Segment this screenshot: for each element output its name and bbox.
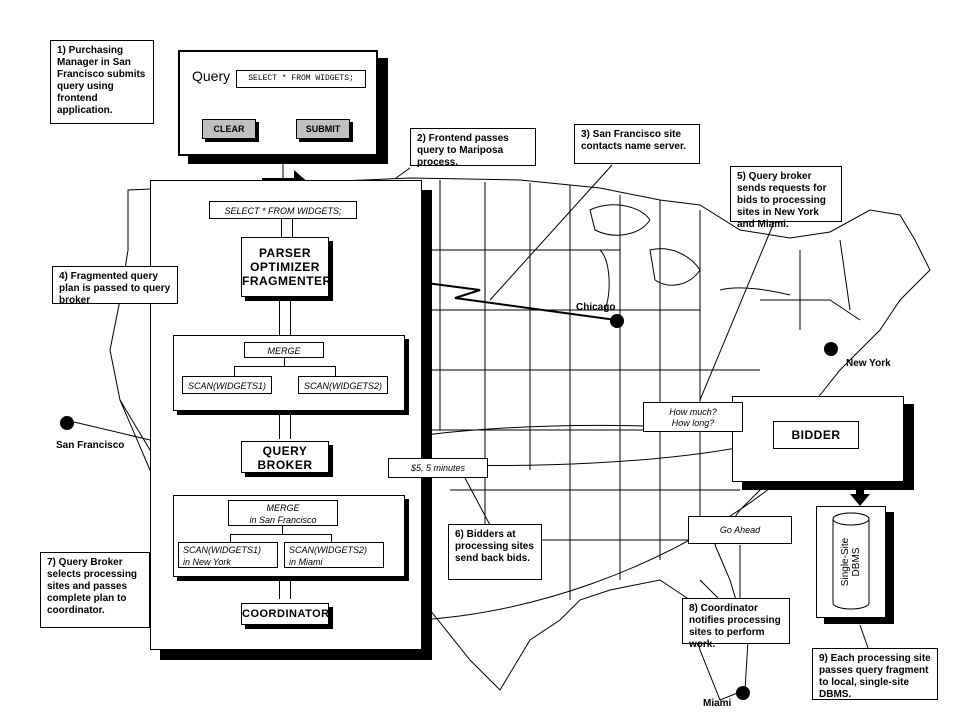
bidder-arrow xyxy=(850,482,870,506)
single-site-dbms-box: Single-Site DBMS xyxy=(816,506,886,618)
process-sql: SELECT * FROM WIDGETS; xyxy=(209,201,357,219)
note2-connector xyxy=(395,167,411,179)
submit-button[interactable]: SUBMIT xyxy=(296,119,350,139)
miami-dot xyxy=(736,686,750,700)
note-6: 6) Bidders at processing sites send back… xyxy=(448,524,542,580)
new-york-dot xyxy=(824,342,838,356)
note5-connector xyxy=(699,219,776,401)
sf-to-process-line xyxy=(73,421,151,441)
note-7: 7) Query Broker selects processing sites… xyxy=(40,552,150,628)
note6-connector xyxy=(464,477,491,526)
query-broker-line1: QUERY xyxy=(262,444,308,458)
parser-optimizer-fragmenter: PARSER OPTIMIZER FRAGMENTER xyxy=(241,237,332,297)
miami-label: Miami xyxy=(703,698,732,709)
how-much-message: How much? How long? xyxy=(643,402,743,432)
fragmenter-line: FRAGMENTER xyxy=(242,274,332,288)
note-5: 5) Query broker sends requests for bids … xyxy=(730,166,842,230)
note9-connector xyxy=(859,624,869,649)
query-broker-line2: BROKER xyxy=(257,458,313,472)
plan2-scan1: SCAN(WIDGETS1) in New York xyxy=(178,542,278,568)
clear-button[interactable]: CLEAR xyxy=(202,119,256,139)
san-francisco-label: San Francisco xyxy=(56,440,125,451)
plan1-scan2: SCAN(WIDGETS2) xyxy=(298,376,388,394)
dbms-label: Single-Site DBMS xyxy=(840,537,862,587)
note-9: 9) Each processing site passes query fra… xyxy=(812,648,938,700)
note-1: 1) Purchasing Manager in San Francisco s… xyxy=(50,40,154,124)
fragmented-plan: MERGE SCAN(WIDGETS1) SCAN(WIDGETS2) xyxy=(173,335,405,411)
new-york-label: New York xyxy=(846,358,891,369)
parser-line: PARSER xyxy=(258,246,312,260)
note3-connector xyxy=(489,164,613,301)
note-4: 4) Fragmented query plan is passed to qu… xyxy=(52,266,178,306)
mariposa-process: SELECT * FROM WIDGETS; PARSER OPTIMIZER … xyxy=(150,180,422,650)
chicago-dot xyxy=(610,314,624,328)
dbms-cylinder xyxy=(832,512,870,610)
go-ahead-message: Go Ahead xyxy=(688,516,792,544)
plan1-merge: MERGE xyxy=(244,342,324,358)
query-window: Query SELECT * FROM WIDGETS; CLEAR SUBMI… xyxy=(178,50,378,156)
complete-plan: MERGE in San Francisco SCAN(WIDGETS1) in… xyxy=(173,495,405,577)
note-8: 8) Coordinator notifies processing sites… xyxy=(682,598,790,650)
optimizer-line: OPTIMIZER xyxy=(250,260,320,274)
san-francisco-dot xyxy=(60,416,74,430)
plan1-scan1: SCAN(WIDGETS1) xyxy=(182,376,272,394)
query-label: Query xyxy=(192,68,231,84)
query-broker[interactable]: QUERY BROKER xyxy=(241,441,329,473)
plan2-scan2: SCAN(WIDGETS2) in Miami xyxy=(284,542,384,568)
bid-message: $5, 5 minutes xyxy=(388,458,488,478)
bidder-site: BIDDER xyxy=(732,396,904,482)
note-2: 2) Frontend passes query to Mariposa pro… xyxy=(410,128,536,168)
query-sql-input[interactable]: SELECT * FROM WIDGETS; xyxy=(236,70,366,88)
bidder[interactable]: BIDDER xyxy=(773,421,859,449)
chicago-label: Chicago xyxy=(576,302,616,313)
coordinator[interactable]: COORDINATOR xyxy=(241,603,329,625)
note-3: 3) San Francisco site contacts name serv… xyxy=(574,124,700,164)
plan2-merge: MERGE in San Francisco xyxy=(228,500,338,526)
